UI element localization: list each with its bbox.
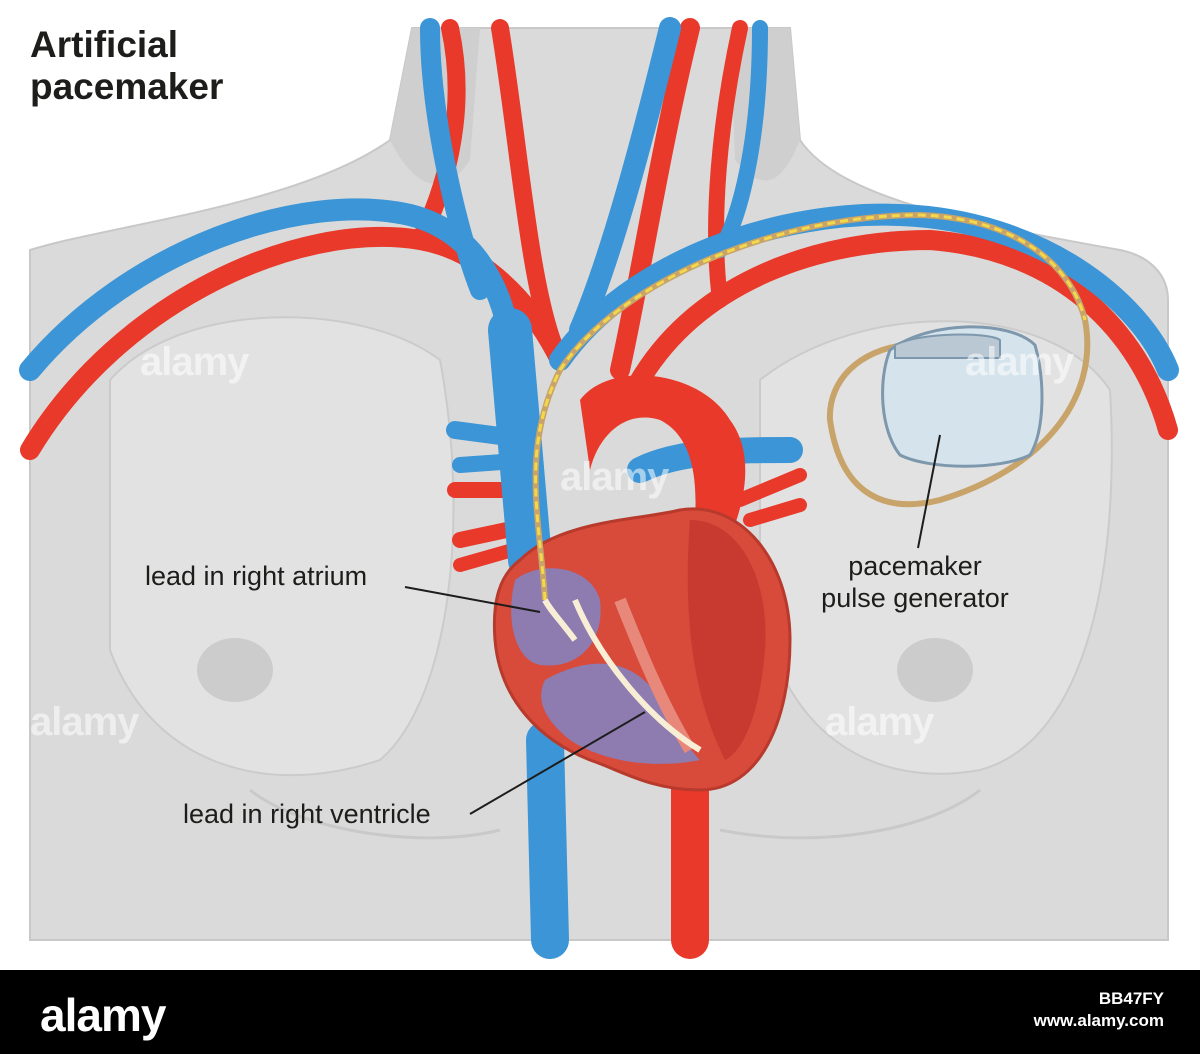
- label-pulse-generator-line1: pacemaker: [848, 551, 982, 581]
- title-line-1: Artificial: [30, 24, 179, 65]
- artery-carotid-right-branch: [708, 20, 748, 308]
- pulse-generator: [881, 325, 1044, 468]
- abdomen-contour: [719, 788, 981, 840]
- heart: [492, 507, 792, 792]
- lead-atrium-tip: [542, 598, 578, 642]
- right-ventricle: [541, 663, 700, 764]
- artery-subclavian-right: [630, 229, 1178, 440]
- left-ventricle: [687, 520, 766, 760]
- vein-inferior-vena-cava: [526, 721, 569, 959]
- vein-pulmonary-branch: [446, 421, 539, 449]
- footer-image-id: BB47FY: [1098, 989, 1164, 1008]
- vein-subclavian-left: [19, 198, 521, 381]
- pectoral-left: [109, 316, 455, 777]
- footer-website: www.alamy.com: [1033, 1011, 1164, 1030]
- artery-left-branch: [743, 498, 807, 527]
- leader-line-ventricle: [469, 711, 646, 815]
- title-line-2: pacemaker: [30, 66, 224, 107]
- leader-line-atrium: [404, 586, 541, 613]
- septum: [614, 597, 696, 754]
- footer-bar: alamy BB47FY www.alamy.com: [0, 970, 1200, 1054]
- artery-left-branch: [733, 468, 807, 507]
- pacemaker-lead: [532, 211, 1091, 753]
- vein-jugular-right: [569, 17, 681, 341]
- pulse-generator-header: [894, 333, 1001, 359]
- label-pulse-generator-line2: pulse generator: [821, 583, 1009, 613]
- nipple-left: [197, 638, 273, 702]
- label-lead-right-atrium: lead in right atrium: [145, 561, 368, 591]
- artery-carotid-right: [610, 18, 700, 380]
- lead-ventricle-tip: [572, 598, 702, 753]
- diagram-title: Artificial pacemaker: [30, 24, 350, 108]
- label-lead-right-ventricle: lead in right ventricle: [183, 799, 431, 829]
- lead-wire-core: [534, 213, 1087, 601]
- label-pulse-generator: pacemaker pulse generator: [800, 550, 1030, 614]
- footer-image-info: BB47FY www.alamy.com: [1034, 988, 1164, 1032]
- artery-subclavian-left: [20, 227, 570, 460]
- vein-pulmonary-branch: [452, 452, 538, 473]
- pulse-generator-body: [881, 325, 1044, 468]
- footer-logo: alamy: [40, 989, 166, 1041]
- leader-line-generator: [917, 434, 941, 549]
- nipple-right: [897, 638, 973, 702]
- abdomen-contour: [249, 788, 501, 840]
